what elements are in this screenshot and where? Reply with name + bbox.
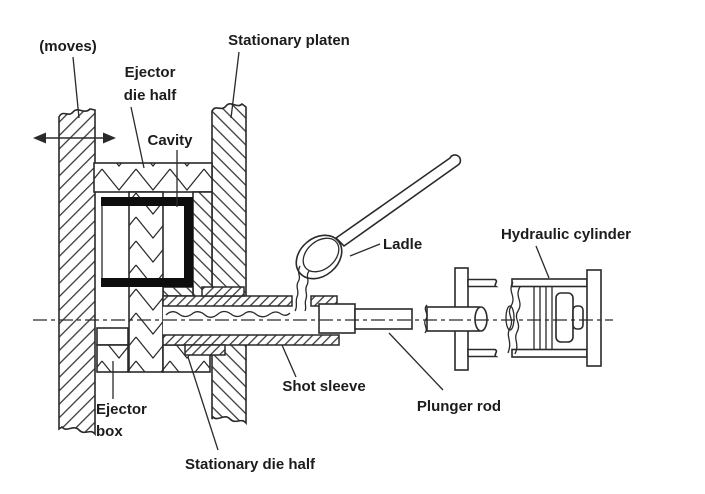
plunger-tip [318, 303, 356, 334]
leader-plunger-rod [388, 332, 444, 391]
sleeve-bottom-step [184, 344, 226, 356]
cylinder-break-line-1 [507, 281, 514, 354]
pour-stream-left [294, 265, 301, 312]
piston-rod-end-cap [474, 306, 488, 332]
tie-bar-bottom-left [467, 348, 499, 358]
leader-moves [72, 56, 80, 119]
label-stationary-platen: Stationary platen [228, 32, 350, 49]
label-ejector-die-half-2: die half [124, 87, 178, 104]
plunger-shape [318, 303, 413, 334]
leader-ejector-die-half [130, 106, 145, 169]
label-ladle: Ladle [383, 236, 422, 253]
leader-shot-sleeve [281, 344, 297, 378]
label-moves: (moves) [39, 38, 97, 55]
label-ejector-die-half-1: Ejector [125, 64, 176, 81]
ejector-plate [96, 327, 129, 346]
ladle-shape [294, 154, 462, 312]
hydraulic-cylinder-assembly [424, 267, 602, 371]
leader-stationary-platen [230, 51, 240, 119]
cylinder-right-flange [586, 269, 602, 367]
motion-arrow [33, 132, 116, 144]
die-top-band [93, 162, 213, 193]
tie-bar-bottom-right [511, 348, 588, 358]
pour-stream-right [304, 270, 310, 312]
leader-lines [72, 51, 550, 451]
sleeve-top-wall [162, 295, 293, 307]
labels: (moves) Ejector die half Stationary plat… [39, 32, 631, 473]
arrowhead-left [33, 132, 46, 144]
leader-hydraulic-cylinder [535, 245, 550, 279]
moving-platen-shape [58, 108, 96, 437]
leader-stationary-die-half [187, 356, 219, 451]
label-ejector-box-1: Ejector [96, 401, 147, 418]
label-ejector-box-2: box [96, 423, 123, 440]
stationary-platen-shape [211, 102, 247, 426]
label-cavity: Cavity [147, 132, 193, 149]
arrowhead-right [103, 132, 116, 144]
tie-bar-top-left [467, 278, 499, 288]
plunger-rod-shape [354, 308, 413, 330]
cylinder-break-line-2 [514, 286, 521, 355]
molten-metal-surface [165, 310, 291, 318]
piston-nut-step-2 [572, 305, 584, 330]
leader-ladle [349, 243, 381, 257]
cavity-casting-outline [101, 197, 193, 287]
piston-nut-step-1 [555, 292, 574, 343]
die-filler-block [162, 286, 194, 297]
ladle-bowl [295, 234, 343, 280]
sleeve-top-step [201, 286, 245, 297]
label-hydraulic-cylinder: Hydraulic cylinder [501, 226, 631, 243]
piston-rod-section [426, 306, 480, 332]
rod-break-squiggle [424, 304, 428, 334]
label-stationary-die-half: Stationary die half [185, 456, 316, 473]
sleeve-bottom-wall [162, 334, 340, 346]
cylinder-break-oval [505, 305, 515, 331]
ladle-handle [334, 154, 462, 248]
ladle-bowl-rim [302, 237, 340, 273]
tie-bar-top-right [511, 278, 588, 288]
label-plunger-rod: Plunger rod [417, 398, 501, 415]
die-assembly [93, 162, 213, 373]
label-shot-sleeve: Shot sleeve [282, 378, 365, 395]
